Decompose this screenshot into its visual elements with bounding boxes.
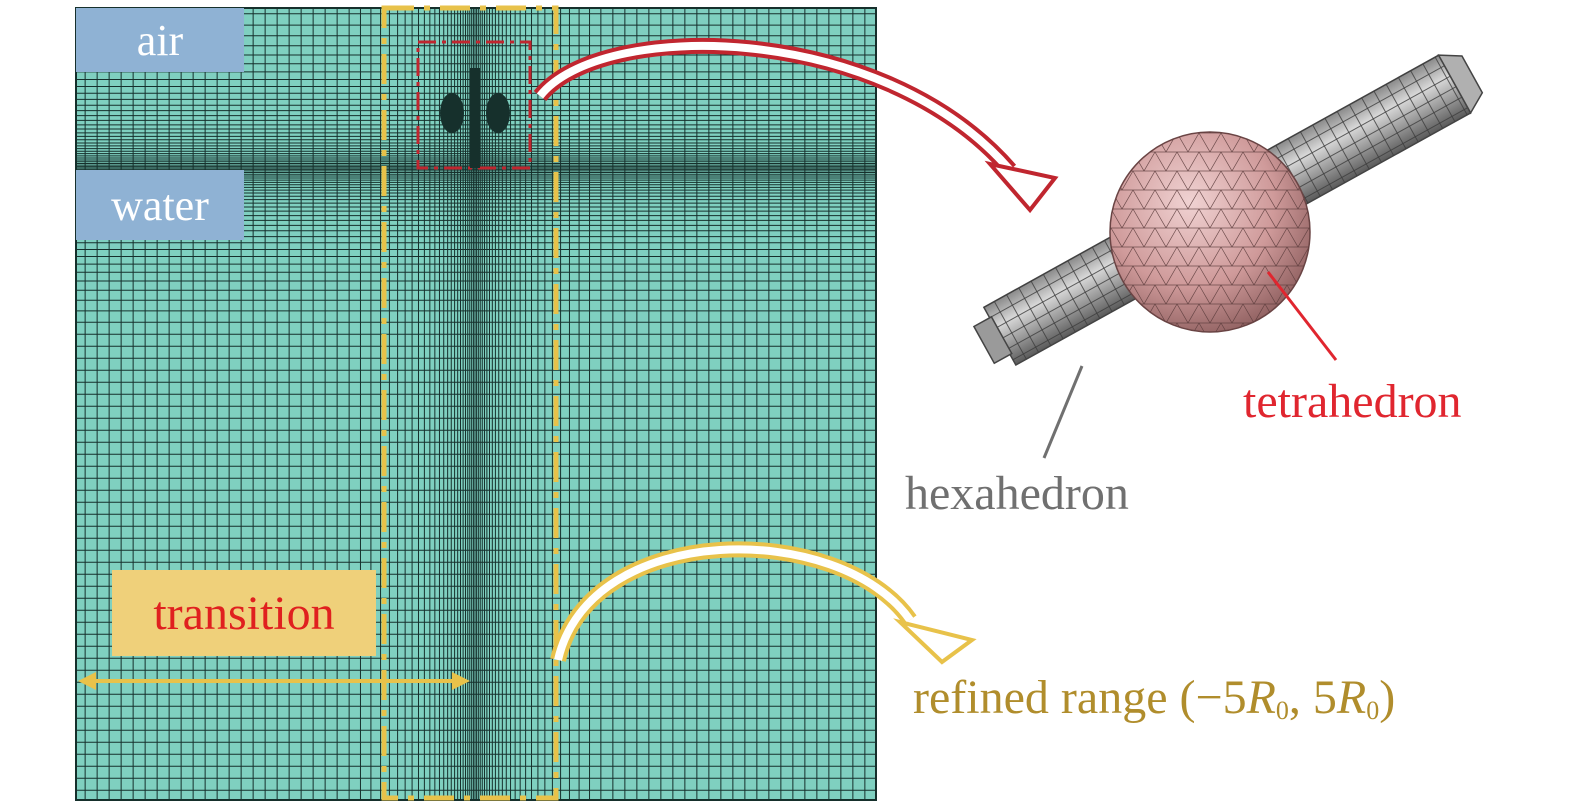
transition-double-arrow xyxy=(78,672,470,690)
refined-range-middle: , 5 xyxy=(1288,671,1337,724)
r1-subscript: 0 xyxy=(1275,696,1289,725)
transition-label: transition xyxy=(112,570,376,656)
r1-symbol: R xyxy=(1246,671,1276,724)
body-zone-outline xyxy=(416,40,532,170)
transition-label-text: transition xyxy=(153,586,335,640)
refined-range-prefix: refined range (−5 xyxy=(913,671,1247,724)
refined-zone-outline xyxy=(381,5,559,801)
r2-symbol: R xyxy=(1336,671,1367,724)
hexahedron-label: hexahedron xyxy=(905,467,1129,520)
body-3d-render xyxy=(972,54,1484,367)
refined-range-suffix: ) xyxy=(1379,671,1396,724)
tetrahedron-sphere xyxy=(1109,131,1311,333)
water-label-text: water xyxy=(111,180,209,230)
zoom-arrow-red xyxy=(533,37,1059,214)
air-label-text: air xyxy=(136,15,184,65)
hexahedron-leader xyxy=(1042,365,1084,459)
range-arrow-gold xyxy=(550,541,977,665)
tetrahedron-leader xyxy=(1266,271,1338,361)
tetrahedron-label: tetrahedron xyxy=(1243,375,1462,428)
water-label: water xyxy=(76,170,244,240)
refined-range-label: refined range (−5R0, 5R0) xyxy=(913,670,1395,726)
body-silhouette xyxy=(440,68,510,168)
r2-subscript: 0 xyxy=(1366,696,1380,725)
air-label: air xyxy=(76,8,244,72)
